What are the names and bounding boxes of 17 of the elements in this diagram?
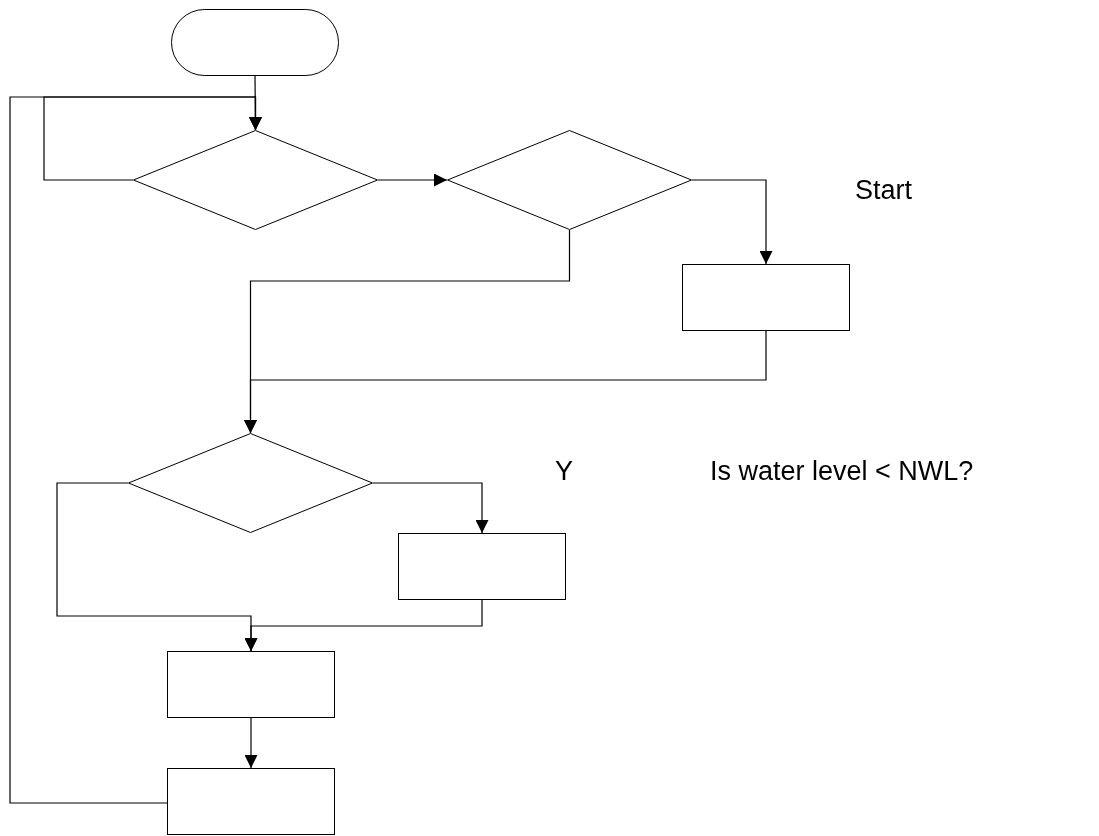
decision-diamond (133, 130, 378, 230)
note-text: Is water level < NWL? (710, 456, 974, 487)
arrow (244, 330, 767, 434)
arrow (244, 717, 258, 769)
arrow (691, 179, 773, 265)
arrow (372, 482, 489, 534)
process-box (167, 768, 335, 835)
arrow (377, 173, 448, 187)
decision-diamond (128, 433, 373, 533)
process-box (682, 264, 850, 331)
note-text: Start (855, 175, 913, 206)
arrow (9, 96, 262, 804)
note-text: Y (555, 456, 573, 487)
decision-diamond (447, 130, 692, 230)
process-box (167, 651, 335, 718)
arrow (244, 599, 483, 652)
process-box (398, 533, 566, 600)
